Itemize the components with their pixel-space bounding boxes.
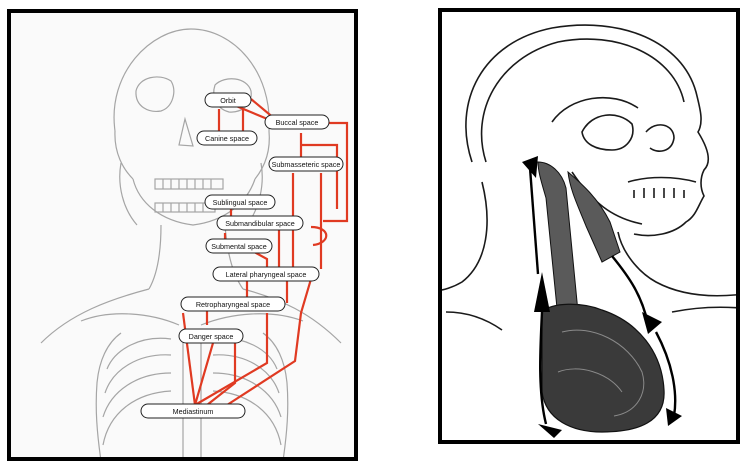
node-retropharyngeal-space: Retropharyngeal space bbox=[181, 297, 285, 311]
node-submandibular-space-label: Submandibular space bbox=[225, 219, 295, 228]
node-canine-space-label: Canine space bbox=[205, 134, 249, 143]
node-canine-space: Canine space bbox=[197, 131, 257, 145]
node-danger-space-label: Danger space bbox=[189, 332, 234, 341]
node-buccal-space-label: Buccal space bbox=[276, 118, 319, 127]
node-orbit: Orbit bbox=[205, 93, 251, 107]
node-lateral-pharyngeal-space: Lateral pharyngeal space bbox=[213, 267, 319, 281]
node-buccal-space: Buccal space bbox=[265, 115, 329, 129]
skeleton-diagram: Orbit Buccal space Canine space Submasse… bbox=[11, 13, 358, 461]
node-orbit-label: Orbit bbox=[220, 96, 236, 105]
node-danger-space: Danger space bbox=[179, 329, 243, 343]
node-submandibular-space: Submandibular space bbox=[217, 216, 303, 230]
node-submental-space-label: Submental space bbox=[211, 242, 267, 251]
node-sublingual-space-label: Sublingual space bbox=[213, 198, 268, 207]
node-mediastinum: Mediastinum bbox=[141, 404, 245, 418]
node-submental-space: Submental space bbox=[206, 239, 272, 253]
node-lateral-pharyngeal-space-label: Lateral pharyngeal space bbox=[226, 270, 307, 279]
spread-pathway-diagram-panel: Orbit Buccal space Canine space Submasse… bbox=[7, 9, 358, 461]
head-outline bbox=[442, 25, 740, 330]
node-mediastinum-label: Mediastinum bbox=[173, 407, 214, 416]
head-neck-illustration bbox=[442, 12, 740, 444]
node-submasseteric-space-label: Submasseteric space bbox=[272, 160, 341, 169]
node-retropharyngeal-space-label: Retropharyngeal space bbox=[196, 300, 270, 309]
skeleton-outline bbox=[41, 29, 341, 461]
node-submasseteric-space: Submasseteric space bbox=[269, 157, 343, 171]
node-sublingual-space: Sublingual space bbox=[205, 195, 275, 209]
fascial-spread-illustration-panel bbox=[438, 8, 740, 444]
fascial-planes bbox=[538, 162, 620, 318]
